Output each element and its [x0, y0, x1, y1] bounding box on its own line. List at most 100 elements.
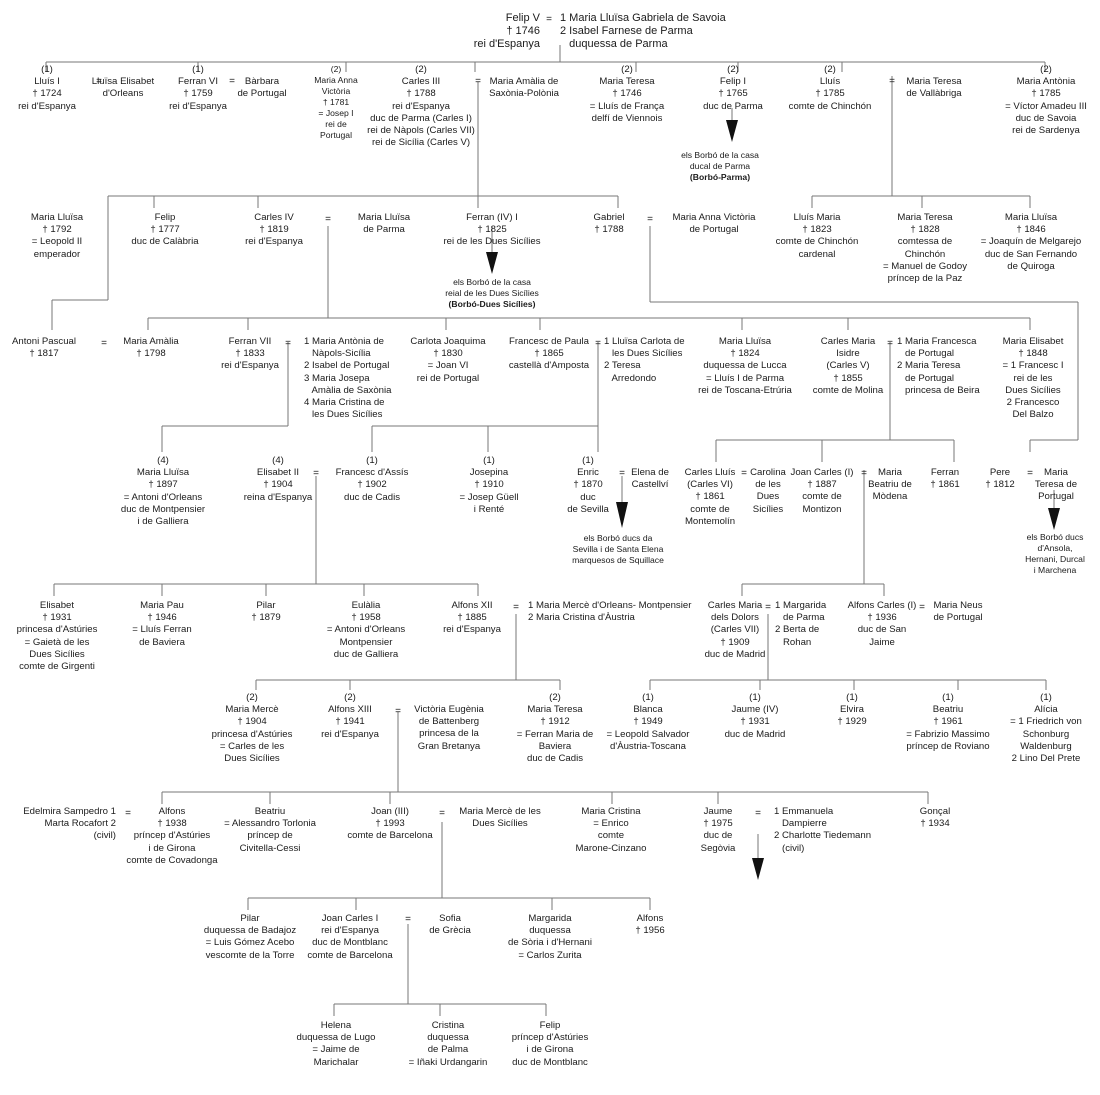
spouses-alfons-xii: 1 Maria Mercè d'Orleans- Montpensier 2 M… [528, 600, 692, 624]
person-maria-elisabet-1848: Maria Elisabet † 1848 = 1 Francesc I rei… [1002, 336, 1064, 421]
arrow-borbo-parma [726, 120, 738, 142]
person-maria-lluisa-1897: (4) Maria Lluïsa † 1897 = Antoni d'Orlea… [120, 455, 206, 528]
branch-borbo-dues-sicilies: els Borbó de la casa reial de les Dues S… [445, 277, 539, 309]
person-lluis-chinchon: (2) Lluís † 1785 comte de Chinchón [788, 64, 872, 112]
person-elisabet-1931: Elisabet † 1931 princesa d'Astúries = Ga… [16, 600, 98, 673]
person-victoria-eugenia: Victòria Eugènia de Battenberg princesa … [414, 704, 484, 752]
marriage-sign: = [741, 468, 747, 479]
arrow-borbo-dues-sicilies [486, 252, 498, 274]
arrow-jaume-descendants [752, 858, 764, 880]
person-maria-lluisa-1792: Maria Lluïsa † 1792 = Leopold II emperad… [30, 212, 84, 260]
spouses-carles-maria-isidre: 1 Maria Francesca de Portugal 2 Maria Te… [897, 336, 980, 396]
person-carles-maria-dolors: Carles Maria dels Dolors (Carles VII) † … [704, 600, 766, 660]
branch-borbo-ansola: els Borbó ducs d'Ansola, Hernani, Durcal… [1025, 532, 1085, 575]
person-josepina: (1) Josepina † 1910 = Josep Güell i Rent… [459, 455, 519, 515]
marriage-sign: = [755, 808, 761, 819]
person-francesc-dassis: (1) Francesc d'Assís † 1902 duc de Cadis [335, 455, 409, 503]
person-goncal: Gonçal † 1934 [919, 806, 951, 830]
person-maria-neus: Maria Neus de Portugal [933, 600, 983, 624]
person-maria-lluisa-1846: Maria Lluïsa † 1846 = Joaquín de Melgare… [980, 212, 1082, 272]
person-cristina: Cristina duquessa de Palma = Iñaki Urdan… [408, 1020, 488, 1068]
person-lluisa-elisabet: Lluïsa Elisabet d'Orleans [91, 76, 155, 100]
person-pilar-1879: Pilar † 1879 [251, 600, 281, 624]
person-maria-merce-dues-sicilies: Maria Mercè de les Dues Sicílies [459, 806, 541, 830]
branch-borbo-sevilla: els Borbó ducs da Sevilla i de Santa Ele… [572, 533, 664, 565]
person-carles-iv: Carles IV † 1819 rei d'Espanya [245, 212, 303, 248]
person-maria-pau: Maria Pau † 1946 = Lluís Ferran de Bavie… [132, 600, 192, 648]
person-eulalia: Eulàlia † 1958 = Antoni d'Orleans Montpe… [326, 600, 406, 660]
marriage-sign: = [229, 76, 235, 87]
person-joan-iii: Joan (III) † 1993 comte de Barcelona [347, 806, 433, 842]
person-elisabet-ii: (4) Elisabet II † 1904 reina d'Espanya [243, 455, 313, 503]
person-carlota-joaquima: Carlota Joaquima † 1830 = Joan VI rei de… [410, 336, 486, 384]
person-pilar-badajoz: Pilar duquessa de Badajoz = Luis Gómez A… [203, 913, 297, 961]
person-felip: Felip príncep d'Astúries i de Girona duc… [511, 1020, 589, 1068]
spouses-carles-maria-dolors: 1 Margarida de Parma 2 Berta de Rohan [775, 600, 827, 648]
person-lluis-maria: Lluís Maria † 1823 comte de Chinchón car… [775, 212, 859, 260]
person-felip-i-parma: (2) Felip I † 1765 duc de Parma [703, 64, 763, 112]
person-alfons-1938: Alfons † 1938 príncep d'Astúries i de Gi… [126, 806, 218, 866]
person-maria-anna-victoria-portugal: Maria Anna Victòria de Portugal [672, 212, 756, 236]
person-ferran-1861: Ferran † 1861 [930, 467, 960, 491]
branch-borbo-parma: els Borbó de la casa ducal de Parma (Bor… [681, 150, 759, 182]
marriage-sign: = [546, 14, 552, 25]
spouses-ferran-vii: 1 Maria Antònia de Nàpols-Sicília 2 Isab… [304, 336, 392, 421]
person-alicia: (1) Alícia = 1 Friedrich von Schonburg W… [1010, 692, 1082, 765]
person-maria-amalia-1798: Maria Amàlia † 1798 [123, 336, 179, 360]
arrow-borbo-sevilla [616, 502, 628, 528]
person-ferran-vi: (1) Ferran VI † 1759 rei d'Espanya [169, 64, 227, 112]
marriage-sign: = [1027, 468, 1033, 479]
person-carles-iii: (2) Carles III † 1788 rei d'Espanya duc … [367, 64, 475, 149]
marriage-sign: = [405, 914, 411, 925]
person-maria-teresa-1828: Maria Teresa † 1828 comtessa de Chinchón… [882, 212, 968, 285]
marriage-sign: = [325, 214, 331, 225]
person-maria-teresa-vallabriga: Maria Teresa de Vallàbriga [906, 76, 962, 100]
person-beatriu-torlonia: Beatriu = Alessandro Torlonia príncep de… [224, 806, 316, 854]
marriage-sign: = [439, 808, 445, 819]
person-ferran-iv-i: Ferran (IV) I † 1825 rei de les Dues Sic… [443, 212, 541, 248]
person-joan-carles-i: Joan Carles I rei d'Espanya duc de Montb… [307, 913, 393, 961]
marriage-sign: = [919, 602, 925, 613]
marriage-sign: = [887, 338, 893, 349]
person-maria-lluisa-1824: Maria Lluïsa † 1824 duquessa de Lucca = … [698, 336, 792, 396]
person-maria-teresa-1746: (2) Maria Teresa † 1746 = Lluís de Franç… [589, 64, 665, 124]
person-jaume-1975: Jaume † 1975 duc de Segòvia [700, 806, 736, 854]
person-carolina: Carolina de les Dues Sicílies [750, 467, 786, 515]
person-gabriel: Gabriel † 1788 [593, 212, 625, 236]
person-elena-castellvi: Elena de Castellví [631, 467, 669, 491]
person-carles-maria-isidre: Carles Maria Isidre (Carles V) † 1855 co… [812, 336, 884, 396]
person-elvira: (1) Elvira † 1929 [837, 692, 867, 728]
person-felip-1777: Felip † 1777 duc de Calàbria [131, 212, 199, 248]
person-maria-anna-victoria: (2) Maria Anna Victòria † 1781 = Josep I… [314, 64, 358, 140]
person-maria-lluisa-parma: Maria Lluïsa de Parma [357, 212, 411, 236]
marriage-sign: = [475, 76, 481, 87]
person-lluis-i: (1) Lluís I † 1724 rei d'Espanya [18, 64, 76, 112]
marriage-sign: = [313, 468, 319, 479]
spouses-jaume: 1 Emmanuela Dampierre 2 Charlotte Tiedem… [774, 806, 872, 854]
person-sofia: Sofia de Grècia [429, 913, 471, 937]
person-antoni-pascual: Antoni Pascual † 1817 [12, 336, 76, 360]
person-joan-carles-i-1887: Joan Carles (I) † 1887 comte de Montizon [790, 467, 854, 515]
person-edelmira: Edelmira Sampedro 1 Marta Rocafort 2 (ci… [23, 806, 116, 842]
person-maria-cristina: Maria Cristina = Enrico comte Marone-Cin… [575, 806, 647, 854]
person-maria-antonia-1785: (2) Maria Antònia † 1785 = Víctor Amadeu… [1005, 64, 1087, 137]
person-jaume-iv: (1) Jaume (IV) † 1931 duc de Madrid [724, 692, 786, 740]
marriage-sign: = [125, 808, 131, 819]
person-maria-amalia-saxonia: Maria Amàlia de Saxònia-Polònia [489, 76, 559, 100]
person-enric: (1) Enric † 1870 duc de Sevilla [567, 455, 609, 515]
marriage-sign: = [101, 338, 107, 349]
person-alfons-1956: Alfons † 1956 [635, 913, 665, 937]
person-alfons-carles: Alfons Carles (I) † 1936 duc de San Jaim… [847, 600, 917, 648]
person-blanca: (1) Blanca † 1949 = Leopold Salvador d'À… [606, 692, 690, 752]
person-maria-beatriu: Maria Beatriu de Mòdena [868, 467, 912, 503]
person-francesc-de-paula: Francesc de Paula † 1865 castellà d'Ampo… [508, 336, 590, 372]
person-ferran-vii: Ferran VII † 1833 rei d'Espanya [221, 336, 279, 372]
marriage-sign: = [513, 602, 519, 613]
person-maria-merce-1904: (2) Maria Mercè † 1904 princesa d'Astúri… [211, 692, 293, 765]
marriage-sign: = [395, 706, 401, 717]
person-carles-lluis: Carles Lluís (Carles VI) † 1861 comte de… [684, 467, 736, 527]
marriage-sign: = [861, 468, 867, 479]
